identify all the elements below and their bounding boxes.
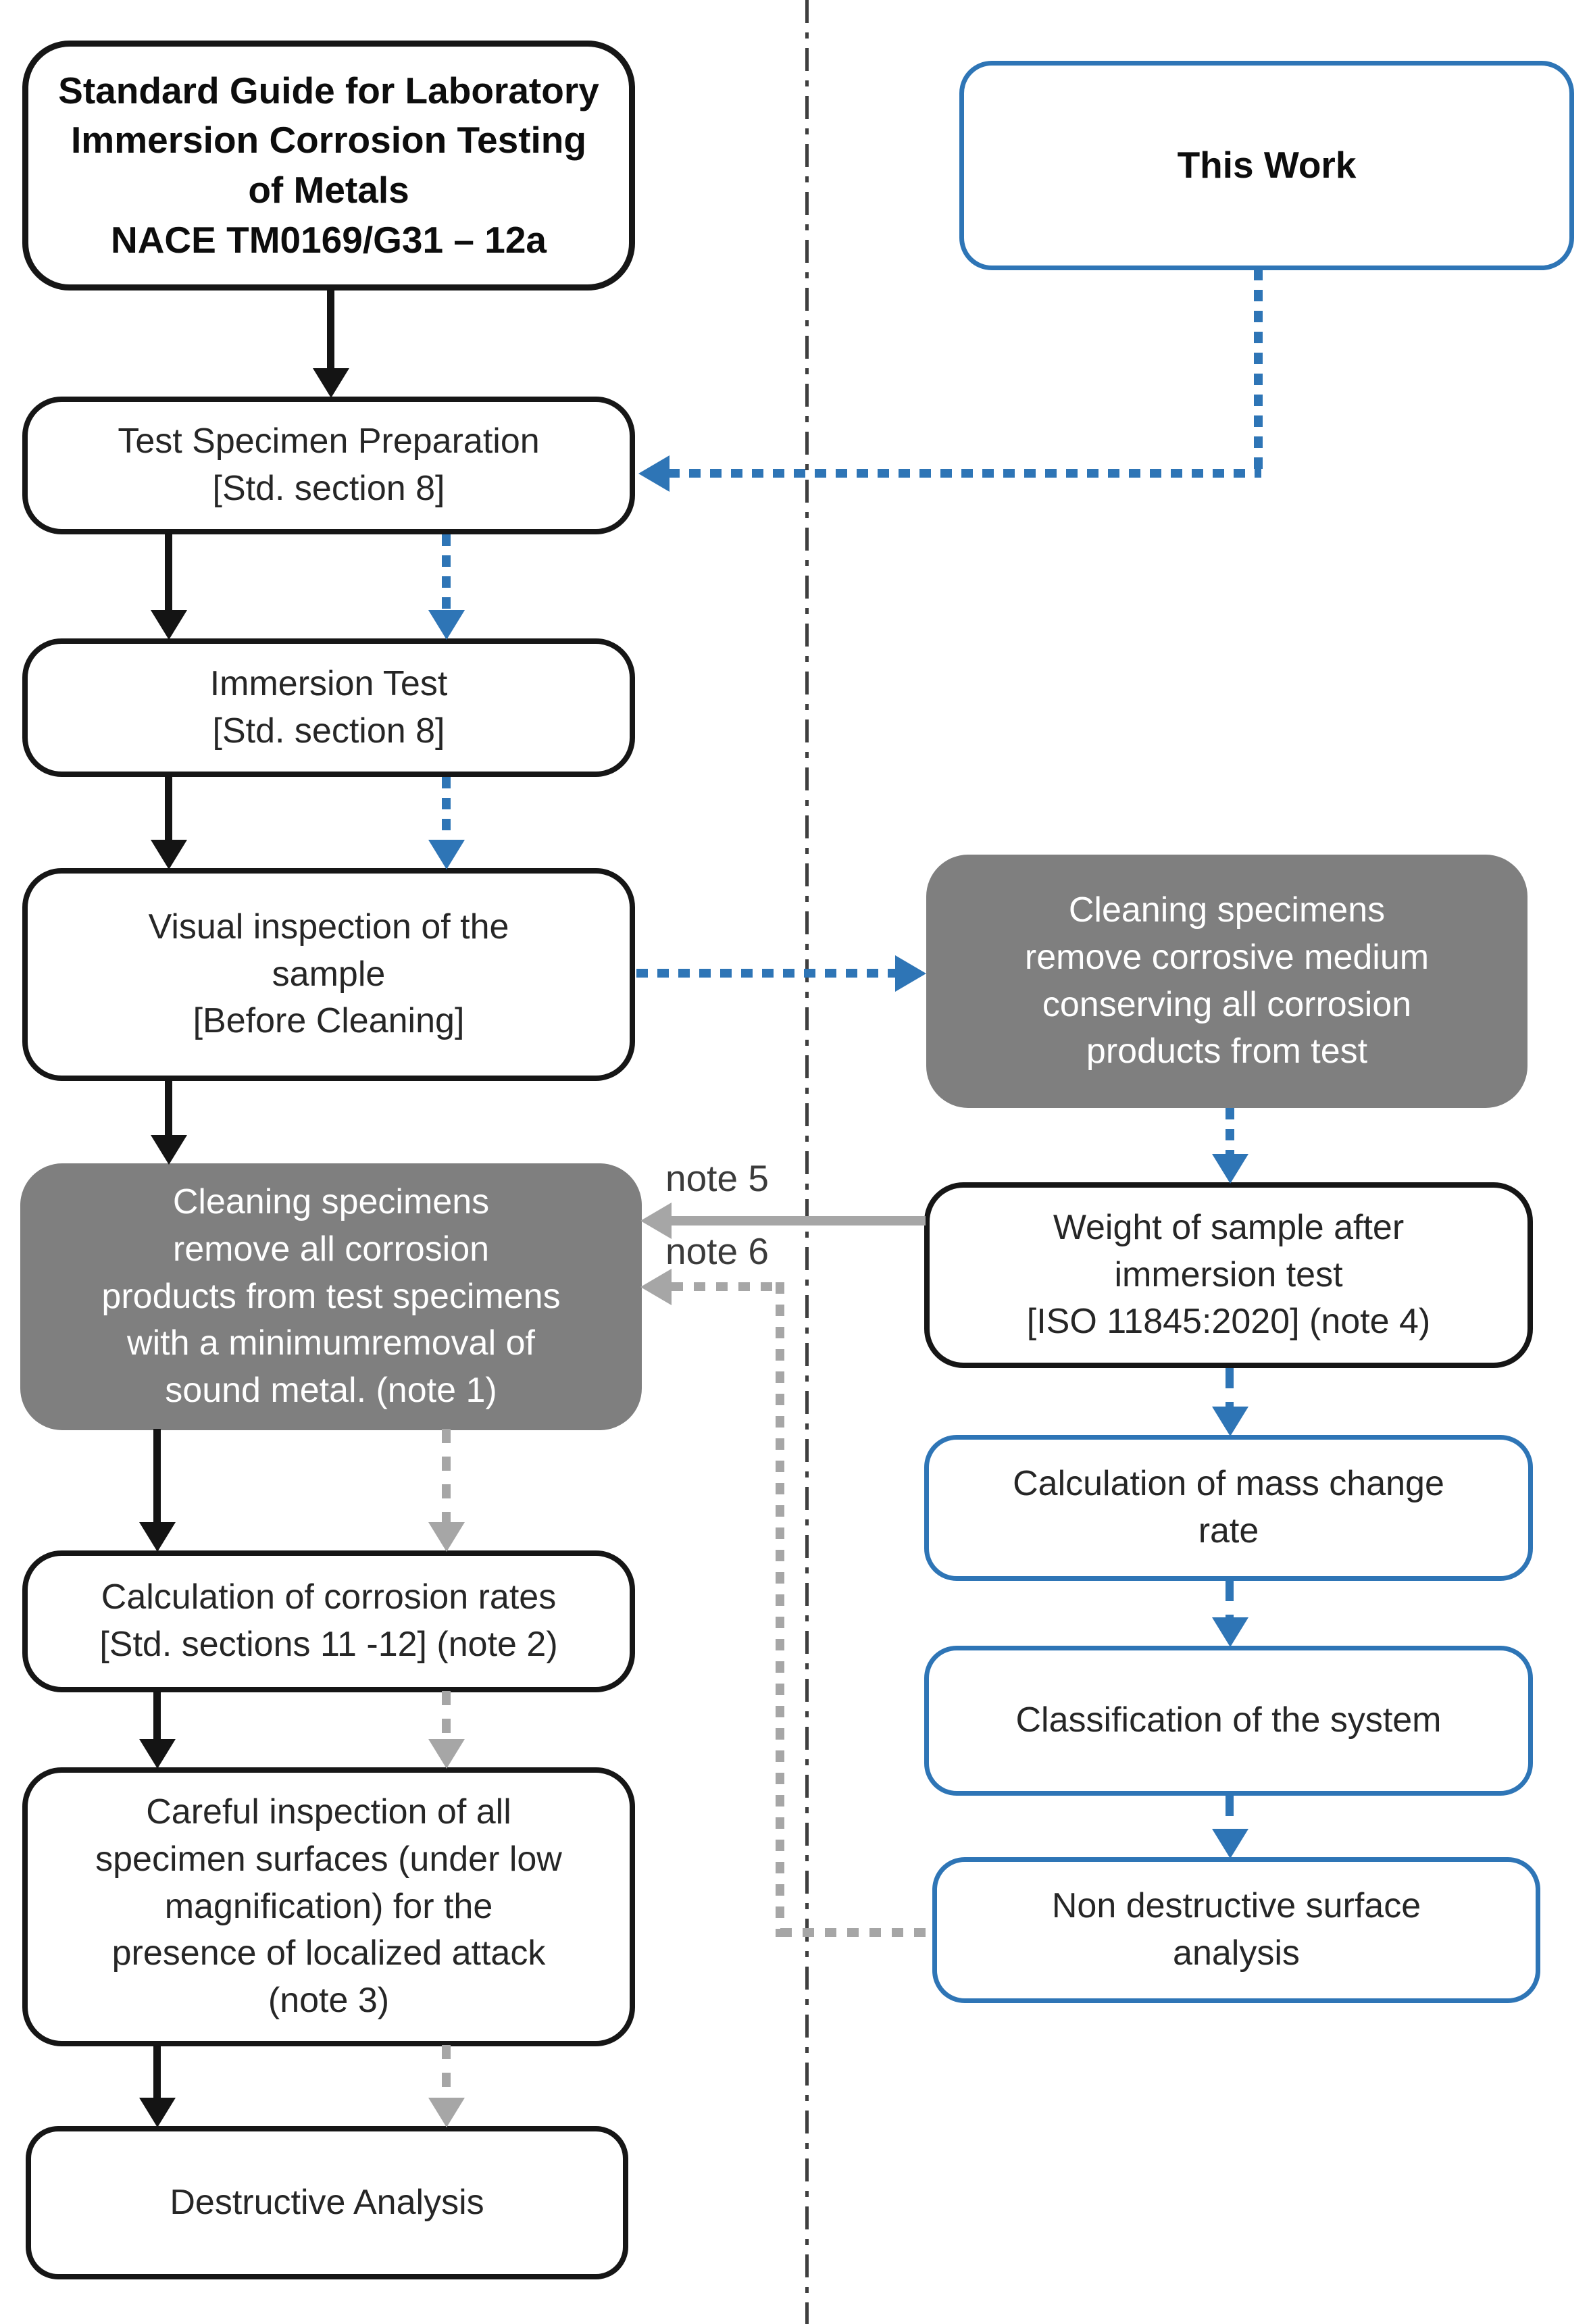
arrow-down-icon	[428, 840, 465, 869]
node-standard-guide: Standard Guide for Laboratory Immersion …	[22, 41, 635, 290]
node-cleaning-remove-all-label: Cleaning specimens remove all corrosion …	[101, 1182, 561, 1410]
connector-note5-line	[672, 1216, 926, 1226]
node-non-destructive-analysis: Non destructive surface analysis	[932, 1857, 1540, 2003]
node-test-specimen-preparation: Test Specimen Preparation [Std. section …	[22, 397, 635, 534]
connector-conserving-to-weight	[1226, 1108, 1234, 1155]
node-calculation-corrosion-rates: Calculation of corrosion rates [Std. sec…	[22, 1550, 635, 1692]
node-calculation-corrosion-rates-label: Calculation of corrosion rates [Std. sec…	[99, 1577, 558, 1664]
connector-note6-vertical	[776, 1282, 784, 1937]
arrow-down-icon	[151, 840, 187, 869]
node-classification-system: Classification of the system	[924, 1646, 1533, 1796]
arrow-down-icon	[139, 1522, 176, 1552]
node-destructive-analysis-label: Destructive Analysis	[170, 2182, 484, 2222]
connector-careful-to-destructive	[153, 2045, 161, 2100]
arrow-down-icon	[428, 2098, 465, 2127]
arrow-down-icon	[151, 610, 187, 640]
arrow-down-icon	[1212, 1407, 1248, 1436]
connector-visual-to-conserving	[636, 969, 896, 978]
node-careful-inspection-label: Careful inspection of all specimen surfa…	[95, 1792, 562, 2020]
arrow-left-icon	[640, 1269, 672, 1305]
connector-cleaning-to-calccorr-gray	[442, 1429, 451, 1523]
arrow-down-icon	[313, 368, 349, 398]
connector-note6-horizontal-bottom	[780, 1928, 928, 1937]
arrow-right-icon	[895, 955, 926, 992]
arrow-left-icon	[638, 455, 670, 492]
connector-visual-to-cleaning	[165, 1080, 172, 1138]
note6-label: note 6	[665, 1230, 769, 1272]
node-this-work: This Work	[959, 61, 1574, 270]
connector-calcmass-to-classification	[1226, 1581, 1234, 1619]
arrow-down-icon	[1212, 1617, 1248, 1647]
connector-classification-to-nondestructive	[1226, 1796, 1234, 1831]
connector-immersion-to-visual-blue	[442, 777, 451, 841]
arrow-down-icon	[139, 1739, 176, 1769]
node-cleaning-remove-all: Cleaning specimens remove all corrosion …	[20, 1163, 642, 1430]
connector-careful-to-destructive-gray	[442, 2045, 451, 2099]
connector-thiswork-elbow-horizontal	[668, 469, 1261, 478]
arrow-down-icon	[428, 1522, 465, 1552]
connector-calccorr-to-careful	[153, 1691, 161, 1742]
node-test-specimen-preparation-label: Test Specimen Preparation [Std. section …	[118, 422, 540, 508]
connector-cleaning-to-calccorr	[153, 1429, 161, 1525]
node-calculation-mass-change: Calculation of mass change rate	[924, 1435, 1533, 1581]
node-classification-system-label: Classification of the system	[1015, 1700, 1442, 1740]
node-cleaning-conserving-label: Cleaning specimens remove corrosive medi…	[1024, 890, 1430, 1071]
connector-prep-to-immersion-blue	[442, 534, 451, 611]
connector-prep-to-immersion	[165, 533, 172, 613]
connector-note6-horizontal-top	[672, 1282, 780, 1291]
connector-calccorr-to-careful-gray	[442, 1691, 451, 1740]
node-careful-inspection: Careful inspection of all specimen surfa…	[22, 1767, 635, 2046]
note5-label: note 5	[665, 1157, 769, 1199]
node-standard-guide-label: Standard Guide for Laboratory Immersion …	[58, 69, 599, 261]
connector-immersion-to-visual	[165, 776, 172, 842]
node-visual-inspection-label: Visual inspection of the sample [Before …	[148, 907, 509, 1041]
connector-title-to-prep	[327, 289, 334, 371]
node-cleaning-conserving: Cleaning specimens remove corrosive medi…	[926, 855, 1527, 1108]
connector-weight-to-calcmass	[1226, 1368, 1234, 1409]
node-this-work-label: This Work	[1177, 144, 1357, 186]
node-visual-inspection: Visual inspection of the sample [Before …	[22, 868, 635, 1081]
arrow-down-icon	[151, 1135, 187, 1165]
node-weight-after-immersion: Weight of sample after immersion test [I…	[924, 1182, 1533, 1368]
node-immersion-test: Immersion Test [Std. section 8]	[22, 638, 635, 777]
arrow-down-icon	[1212, 1829, 1248, 1859]
arrow-down-icon	[428, 1739, 465, 1769]
connector-thiswork-elbow-vertical	[1254, 269, 1263, 473]
node-destructive-analysis: Destructive Analysis	[26, 2126, 628, 2279]
arrow-down-icon	[1212, 1154, 1248, 1184]
arrow-down-icon	[139, 2098, 176, 2127]
arrow-left-icon	[640, 1203, 672, 1239]
column-divider-line	[805, 0, 809, 2324]
arrow-down-icon	[428, 610, 465, 640]
node-calculation-mass-change-label: Calculation of mass change rate	[1013, 1464, 1444, 1550]
node-non-destructive-analysis-label: Non destructive surface analysis	[1051, 1886, 1421, 1973]
node-weight-after-immersion-label: Weight of sample after immersion test [I…	[1026, 1207, 1431, 1342]
node-immersion-test-label: Immersion Test [Std. section 8]	[209, 663, 448, 751]
